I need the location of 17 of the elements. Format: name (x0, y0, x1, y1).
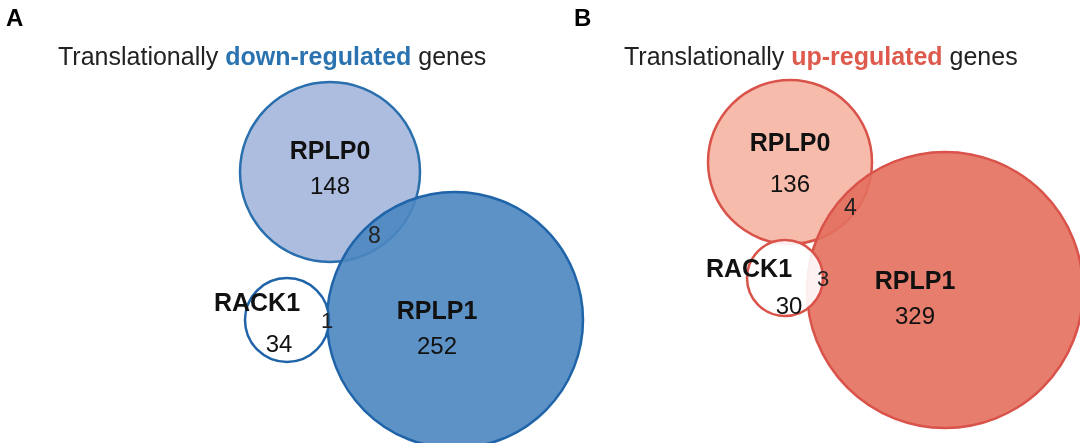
gene-count: 136 (770, 170, 810, 198)
gene-count: 34 (265, 330, 293, 358)
panel-title: Translationally down-regulated genes (58, 42, 487, 71)
gene-count: 148 (310, 172, 350, 200)
overlap-count: 1 (321, 308, 334, 334)
panel-letter: A (6, 4, 24, 32)
overlap-count: 8 (368, 222, 381, 249)
gene-name: RPLP1 (874, 265, 956, 295)
gene-name: RPLP0 (749, 127, 831, 157)
gene-name: RPLP0 (289, 135, 371, 165)
overlap-count: 4 (844, 194, 857, 221)
panel-title: Translationally up-regulated genes (624, 42, 1018, 71)
panel-letter: B (574, 4, 592, 32)
gene-count: 252 (417, 332, 457, 360)
gene-count: 329 (895, 302, 935, 330)
gene-count: 30 (775, 292, 803, 320)
gene-name: RPLP1 (396, 295, 478, 325)
